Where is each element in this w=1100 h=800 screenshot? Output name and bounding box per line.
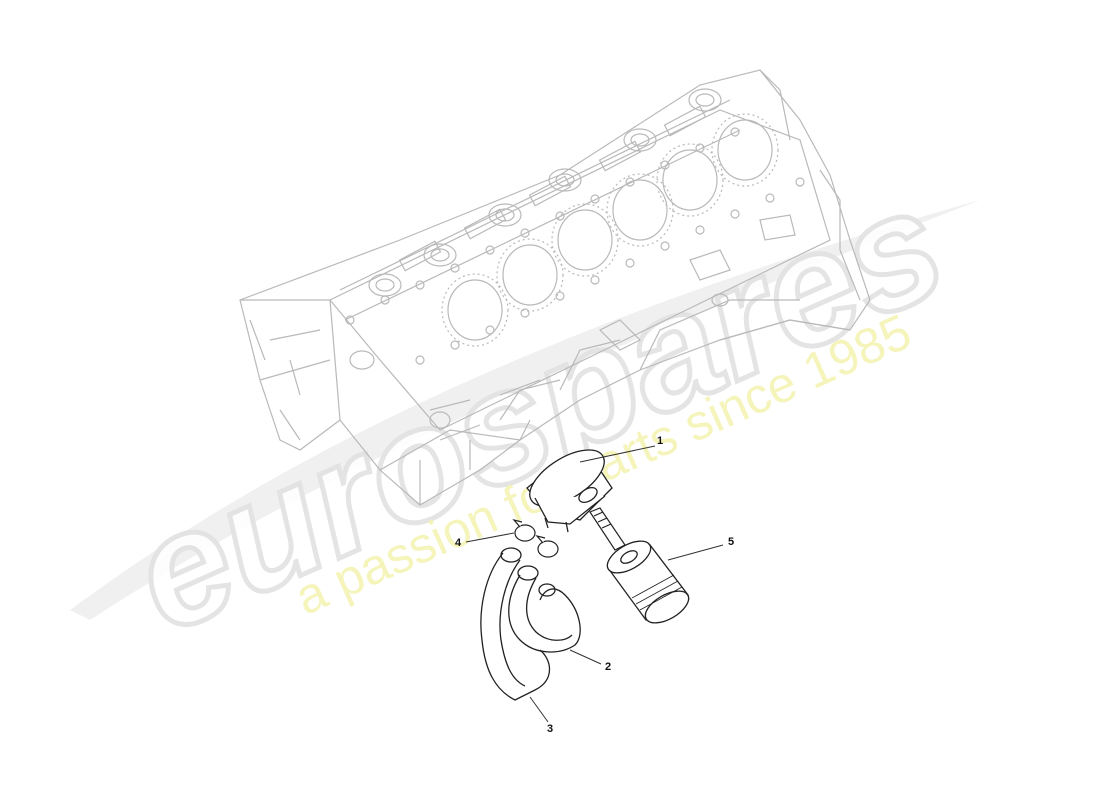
- part-oil-filter[interactable]: [602, 535, 694, 630]
- part-adapter-stud: [589, 507, 626, 551]
- callout-numbers: 1 2 3 4 5: [455, 435, 734, 735]
- callout-line-4: [465, 532, 515, 543]
- callout-3[interactable]: 3: [547, 723, 553, 735]
- part-oil-cooler-housing[interactable]: [521, 439, 613, 533]
- engine-cylinder-bores: [441, 113, 779, 347]
- callout-4[interactable]: 4: [455, 537, 462, 549]
- callout-5[interactable]: 5: [728, 536, 734, 548]
- watermark-logo-text: eurospares: [107, 152, 968, 666]
- callout-line-2: [569, 649, 602, 665]
- part-hose-clips[interactable]: [512, 518, 559, 558]
- callout-lines: [465, 445, 724, 723]
- callout-line-3: [529, 696, 549, 723]
- callout-line-5: [667, 544, 724, 561]
- part-hose-2[interactable]: [508, 565, 581, 653]
- engine-upper-bank: [368, 88, 722, 297]
- callout-2[interactable]: 2: [605, 661, 611, 673]
- engine-block: [239, 69, 871, 506]
- callout-1[interactable]: 1: [657, 435, 663, 447]
- part-hose-3[interactable]: [480, 547, 551, 701]
- callout-line-1: [579, 445, 656, 463]
